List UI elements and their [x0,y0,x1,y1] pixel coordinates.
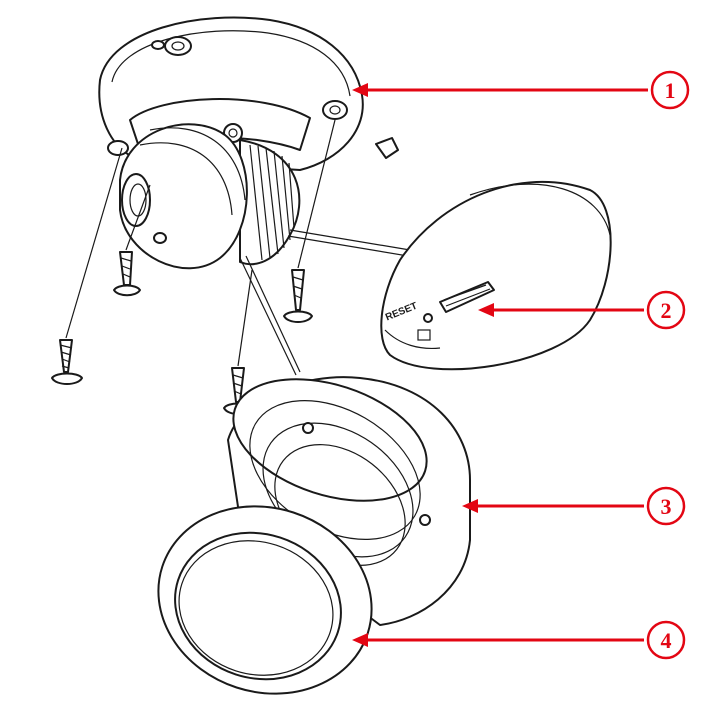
screw [51,339,83,385]
housing-cover [227,376,471,626]
callout-1: 1 [352,70,690,110]
trim-ring [157,505,373,695]
mounting-screws [51,119,336,415]
screw [283,269,313,323]
screw [113,251,141,297]
sd-card-panel: RESET [380,180,612,371]
base-mount-assembly [98,16,411,376]
callout-number-2: 2 [661,298,672,323]
callout-number-3: 3 [661,494,672,519]
callout-4: 4 [352,620,686,660]
callout-2: 2 [478,290,686,330]
callout-number-4: 4 [661,628,672,653]
callout-number-1: 1 [665,78,676,103]
callout-3: 3 [462,486,686,526]
